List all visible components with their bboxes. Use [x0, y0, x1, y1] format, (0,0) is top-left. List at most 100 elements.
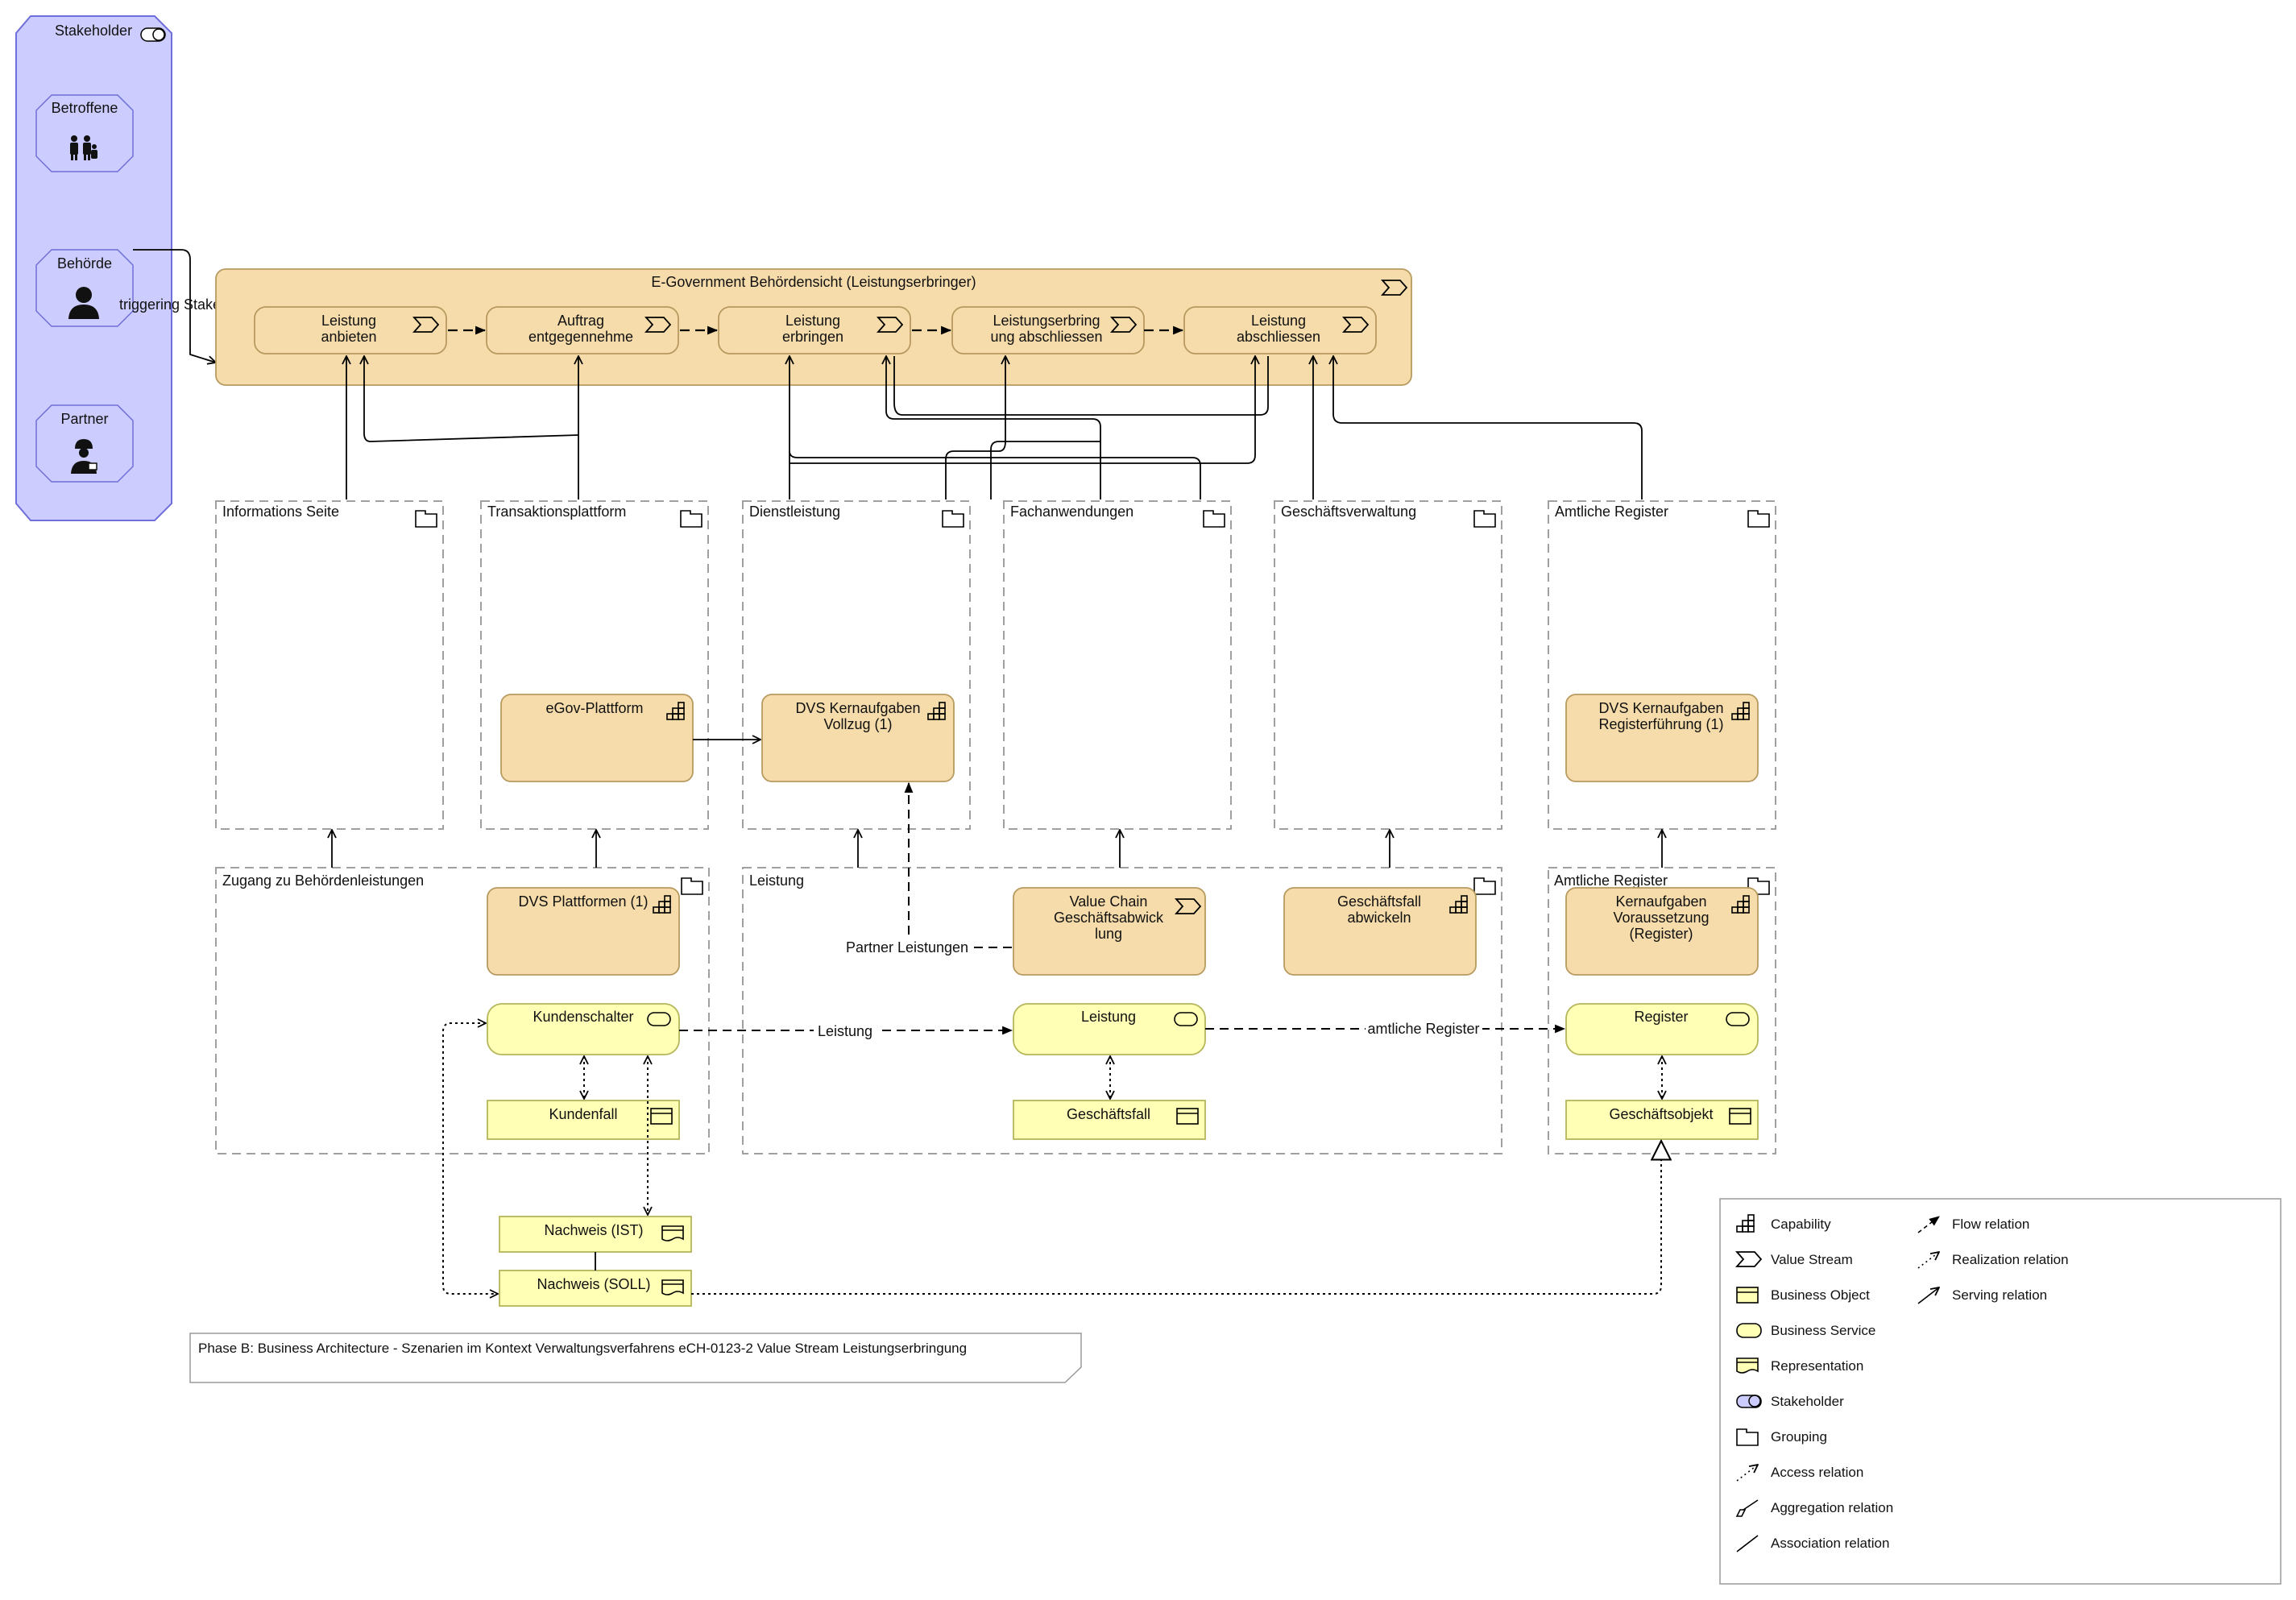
legend-item-label: Business Service: [1771, 1323, 1875, 1338]
group-top-4[interactable]: Fachanwendungen: [1003, 500, 1232, 830]
legend-item-representation: Representation: [1736, 1358, 1863, 1374]
flow-partner-leistungen[interactable]: Partner Leistungen: [843, 781, 1012, 956]
capability-egov-plattform[interactable]: eGov-Plattform: [500, 694, 694, 782]
representation-nachweis-soll[interactable]: Nachweis (SOLL): [499, 1270, 692, 1307]
service-register[interactable]: Register: [1565, 1003, 1759, 1055]
stage-label-line1: Leistungserbring: [993, 313, 1100, 329]
stage-label-line2: anbieten: [321, 329, 376, 345]
object-kundenfall[interactable]: Kundenfall: [487, 1100, 680, 1140]
legend-item-association: Association relation: [1736, 1535, 1889, 1552]
legend-item-stakeholder: Stakeholder: [1736, 1394, 1844, 1409]
capability-dvs-vollzug-line2: Vollzug (1): [823, 716, 892, 732]
stage-label-line2: abschliessen: [1237, 329, 1320, 345]
capability-dvs-plattformen[interactable]: DVS Plattformen (1): [487, 887, 680, 976]
capability-dvs-register[interactable]: DVS Kernaufgaben Registerführung (1): [1565, 694, 1759, 782]
stage-label-line1: Leistung: [321, 313, 376, 329]
group-top-1[interactable]: Informations Seite: [215, 500, 444, 830]
object-kundenfall-label: Kundenfall: [549, 1106, 617, 1122]
object-geschaeftsobjekt[interactable]: Geschäftsobjekt: [1565, 1100, 1759, 1140]
service-kundenschalter-label: Kundenschalter: [533, 1009, 633, 1025]
legend-item-business-service: Business Service: [1736, 1323, 1875, 1338]
worker-icon: [71, 439, 97, 474]
legend-item-label: Realization relation: [1952, 1252, 2069, 1267]
group-top-label: Transaktionsplattform: [487, 504, 626, 520]
legend-item-label: Flow relation: [1952, 1217, 2029, 1232]
stakeholder-behoerde[interactable]: Behörde: [35, 249, 134, 327]
value-chain-line1: Value Chain: [1070, 893, 1148, 910]
stage-label-line1: Leistung: [785, 313, 840, 329]
group-leistung[interactable]: Leistung: [742, 867, 1502, 1154]
capability-dvs-vollzug-line1: DVS Kernaufgaben: [795, 700, 920, 716]
stakeholder-partner[interactable]: Partner: [35, 404, 134, 483]
service-leistung[interactable]: Leistung: [1013, 1003, 1206, 1055]
serving-relations-groups: [332, 830, 1662, 868]
association-icon: [1736, 1535, 1759, 1552]
legend-item-label: Capability: [1771, 1217, 1831, 1232]
legend-item-label: Stakeholder: [1771, 1394, 1844, 1409]
value-stream-value-chain[interactable]: Value Chain Geschäftsabwick lung: [1013, 887, 1206, 976]
footer-note: Phase B: Business Architecture - Szenari…: [189, 1333, 1082, 1383]
realization-relation-soll: [691, 1141, 1661, 1295]
stakeholder-partner-label: Partner: [60, 411, 108, 427]
value-stream-title: E-Government Behördensicht (Leistungserb…: [651, 274, 976, 290]
grouping-icon: [1473, 877, 1496, 895]
legend-item-label: Value Stream: [1771, 1252, 1853, 1267]
legend-item-serving: Serving relation: [1917, 1287, 2047, 1304]
grouping-icon: [942, 510, 964, 528]
legend-item-capability: Capability: [1736, 1214, 1831, 1233]
legend-item-label: Representation: [1771, 1358, 1863, 1374]
stage-4[interactable]: Leistungserbringung abschliessen: [951, 306, 1145, 354]
legend-item-label: Access relation: [1771, 1465, 1863, 1480]
kernaufgaben-line3: (Register): [1629, 926, 1693, 942]
grouping-icon: [1747, 510, 1770, 528]
legend-item-label: Business Object: [1771, 1287, 1870, 1303]
stage-label-line2: erbringen: [782, 329, 843, 345]
group-zugang[interactable]: Zugang zu Behördenleistungen: [215, 867, 710, 1154]
person-icon: [68, 287, 99, 319]
flow-icon: [1917, 1216, 1940, 1233]
geschaeftsfall-abwickeln-line2: abwickeln: [1347, 910, 1411, 926]
capability-geschaeftsfall-abwickeln[interactable]: Geschäftsfall abwickeln: [1283, 887, 1477, 976]
legend-item-flow: Flow relation: [1917, 1216, 2029, 1233]
kernaufgaben-line1: Kernaufgaben: [1615, 893, 1706, 910]
business-object-icon: [1736, 1287, 1759, 1304]
capability-dvs-plattformen-label: DVS Plattformen (1): [518, 893, 648, 910]
capability-dvs-register-line1: DVS Kernaufgaben: [1598, 700, 1723, 716]
kernaufgaben-line2: Voraussetzung: [1613, 910, 1709, 926]
legend-item-access: Access relation: [1736, 1465, 1863, 1482]
partner-leistungen-label: Partner Leistungen: [846, 939, 968, 955]
stakeholder-betroffene[interactable]: Betroffene: [35, 94, 134, 172]
capability-dvs-vollzug[interactable]: DVS Kernaufgaben Vollzug (1): [761, 694, 955, 782]
grouping-icon: [1203, 510, 1225, 528]
aggregation-icon: [1735, 1499, 1759, 1517]
group-leistung-label: Leistung: [749, 873, 804, 889]
representation-nachweis-ist[interactable]: Nachweis (IST): [499, 1216, 692, 1253]
stage-label-line2: ung abschliessen: [990, 329, 1102, 345]
object-geschaeftsfall[interactable]: Geschäftsfall: [1013, 1100, 1206, 1140]
flow-leistung[interactable]: Leistung: [679, 1021, 1013, 1040]
service-register-label: Register: [1634, 1009, 1688, 1025]
business-service-icon: [1736, 1323, 1762, 1338]
object-geschaeftsobjekt-label: Geschäftsobjekt: [1609, 1106, 1713, 1122]
stakeholder-icon: [1736, 1395, 1762, 1408]
capability-kernaufgaben[interactable]: Kernaufgaben Voraussetzung (Register): [1565, 887, 1759, 976]
flow-amtliche-register[interactable]: amtliche Register: [1205, 1019, 1566, 1038]
serving-icon: [1917, 1287, 1939, 1304]
grouping-icon: [680, 510, 702, 528]
group-top-5[interactable]: Geschäftsverwaltung: [1274, 500, 1502, 830]
service-kundenschalter[interactable]: Kundenschalter: [487, 1003, 680, 1055]
representation-icon: [1736, 1358, 1759, 1374]
stage-label-line1: Leistung: [1251, 313, 1306, 329]
legend-item-label: Grouping: [1771, 1429, 1827, 1445]
legend-item-label: Serving relation: [1952, 1287, 2047, 1303]
stage-label-line1: Auftrag: [557, 313, 604, 329]
serving-relations-to-stages: [346, 356, 1643, 499]
legend-item-label: Aggregation relation: [1771, 1500, 1893, 1515]
group-zugang-label: Zugang zu Behördenleistungen: [222, 873, 424, 889]
